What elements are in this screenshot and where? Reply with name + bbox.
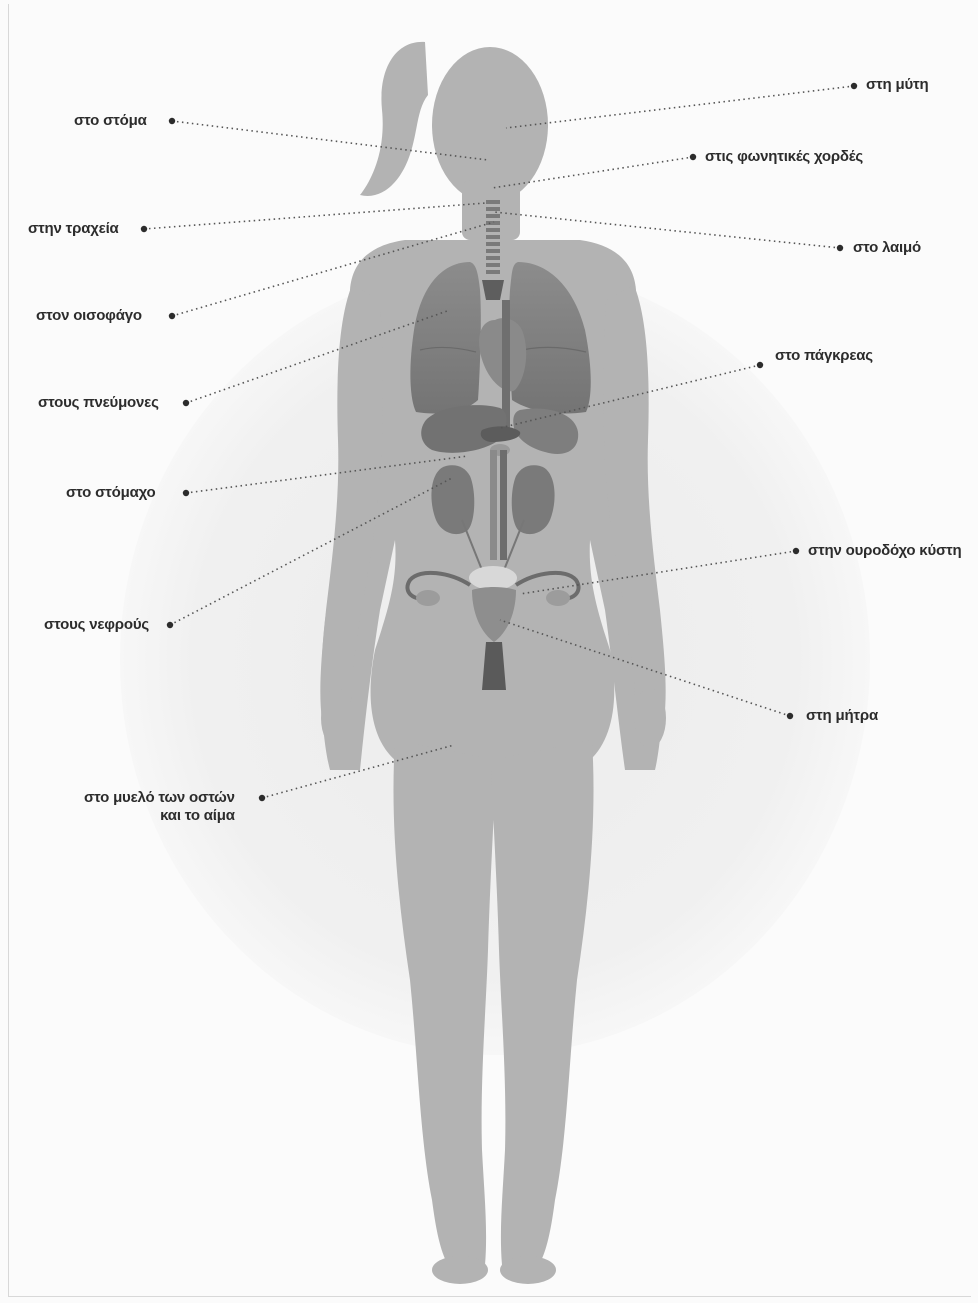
label-bone-marrow: στο μυελό των οστών και το αίμα bbox=[84, 789, 235, 825]
label-bone-marrow-line2: και το αίμα bbox=[84, 807, 235, 825]
label-uterus: στη μήτρα bbox=[806, 707, 878, 725]
label-lungs: στους πνεύμονες bbox=[38, 394, 159, 412]
label-kidneys: στους νεφρούς bbox=[44, 616, 149, 634]
label-pancreas: στο πάγκρεας bbox=[775, 347, 873, 365]
label-esophagus: στον οισοφάγο bbox=[36, 307, 142, 325]
label-throat: στο λαιμό bbox=[853, 239, 921, 257]
label-bladder: στην ουροδόχο κύστη bbox=[808, 542, 962, 560]
bladder-graphic bbox=[469, 566, 517, 590]
label-nose: στη μύτη bbox=[866, 76, 928, 94]
leader-line-nose bbox=[506, 86, 854, 128]
label-stomach: στο στόμαχο bbox=[66, 484, 155, 502]
label-mouth: στο στόμα bbox=[74, 112, 147, 130]
label-trachea: στην τραχεία bbox=[28, 220, 119, 238]
label-vocal-cords: στις φωνητικές χορδές bbox=[705, 148, 863, 166]
leader-line-trachea bbox=[144, 203, 486, 229]
label-bone-marrow-line1: στο μυελό των οστών bbox=[84, 789, 235, 807]
